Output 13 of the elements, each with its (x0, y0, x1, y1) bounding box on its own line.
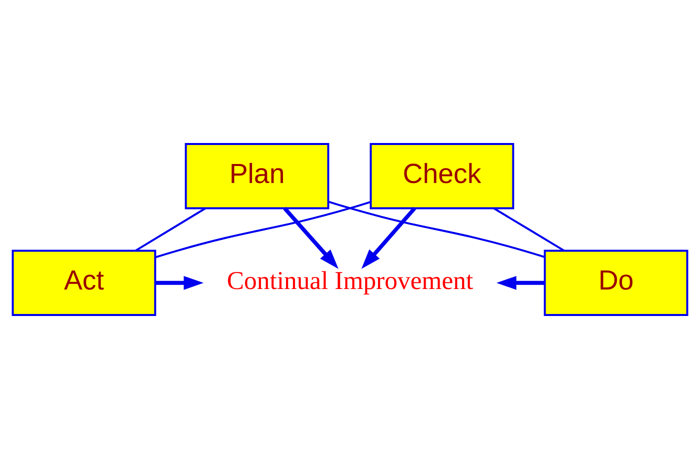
node-box: Act (12, 250, 156, 316)
node-text: Continual Improvement (226, 266, 474, 296)
arrow (361, 206, 416, 269)
node-box: Plan (184, 142, 330, 210)
arrow (155, 276, 204, 290)
connector (155, 200, 371, 258)
connector (493, 207, 565, 252)
connector (135, 207, 206, 252)
connector (328, 200, 545, 258)
arrow (283, 206, 338, 269)
node-box: Check (370, 142, 514, 210)
node-box: Do (544, 250, 688, 316)
arrow (496, 276, 545, 290)
